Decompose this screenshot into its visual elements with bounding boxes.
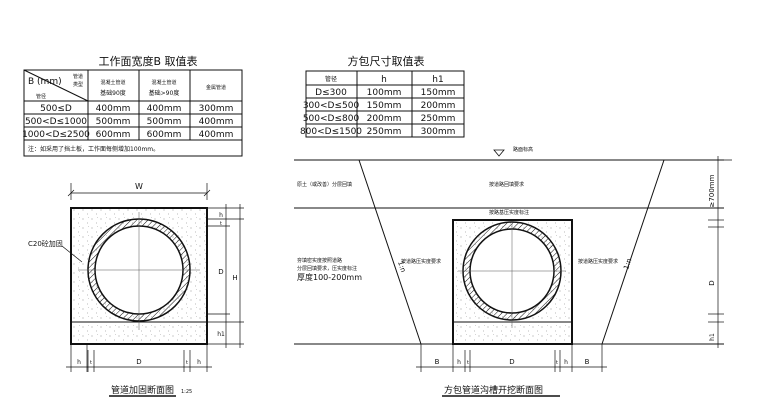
left-note-line-3: 厚度100-200mm <box>297 272 362 282</box>
table2-row2-range: 300<D≤500 <box>303 101 360 111</box>
trench-bottom-t-right: t <box>556 360 558 366</box>
table2-row2-h1: 200mm <box>421 101 456 111</box>
table1-corner-right-bottom: 类型 <box>73 81 83 88</box>
table1-row2-col1: 500mm <box>96 117 131 127</box>
trench-slope-right <box>601 159 665 345</box>
table2-header-h1: h1 <box>432 75 443 85</box>
table1-row1-col1: 400mm <box>96 104 131 114</box>
side-left-label: 按道路压实度要求 <box>401 258 441 265</box>
bottom-dim-h-right: h <box>197 359 201 366</box>
slope-left-label: 1:n <box>396 260 407 273</box>
bottom-dim-t-left: t <box>90 360 92 366</box>
table2-header-h: h <box>381 75 387 85</box>
table1-col3-header: 金属管道 <box>206 84 226 91</box>
slope-right-label: 1:n <box>622 257 633 270</box>
left-caption-scale: 1:25 <box>181 389 192 395</box>
left-caption: 管道加固断面图 <box>111 384 174 396</box>
table1-row3-col2: 600mm <box>147 130 182 140</box>
right-dim-t: t <box>220 221 222 227</box>
trench-bottom-B-right: B <box>585 358 590 366</box>
trench-bottom-t-left: t <box>467 360 469 366</box>
table1-col1-header: 混凝土管道 <box>100 79 125 86</box>
table2-title: 方包尺寸取值表 <box>348 54 425 68</box>
table-working-width: 工作面宽度B 取值表 B (mm) 管道 类型 管径 混凝土管道 基础90度 混… <box>22 54 243 157</box>
side-right-label: 按道路压实度要求 <box>578 258 618 265</box>
table2-row4-range: 800<D≤1500 <box>300 127 362 137</box>
table1-row1-range: 500≤D <box>40 104 72 114</box>
trench-dim-D: D <box>708 280 716 285</box>
pipe-reinforcement-section: W C20砼加固 h t D H h1 h t <box>28 182 244 397</box>
table2-header-diameter: 管径 <box>325 75 337 83</box>
table1-col1-sub: 基础90度 <box>100 89 126 97</box>
bottom-dim-h-left: h <box>77 359 81 366</box>
table-box-dimensions: 方包尺寸取值表 管径 h h1 D≤300 100mm 150mm 300<D≤… <box>300 54 465 138</box>
table1-col2-sub: 基础>90度 <box>149 89 180 97</box>
right-dim-h1: h1 <box>217 331 225 338</box>
table1-border <box>23 69 243 157</box>
trench-excavation-section: 路面标高 原土（或改善）分层回填 按道路回填要求 按路基压实度标注 夯填密实度按… <box>294 146 732 397</box>
table1-row1-col3: 300mm <box>199 104 234 114</box>
right-caption: 方包管道沟槽开挖断面图 <box>444 384 543 396</box>
trench-bottom-B-left: B <box>435 358 440 366</box>
table1-row2-col2: 500mm <box>147 117 182 127</box>
table1-row1-col2: 400mm <box>147 104 182 114</box>
trench-slope-left <box>358 159 422 345</box>
table1-title: 工作面宽度B 取值表 <box>98 54 197 68</box>
road-level-label: 路面标高 <box>513 146 533 153</box>
table1-row3-col1: 600mm <box>96 130 131 140</box>
table1-note: 注：如采用了挡土板，工作面每侧增加100mm。 <box>28 145 159 153</box>
trench-bottom-h-left: h <box>457 359 461 366</box>
table2-row3-range: 500<D≤800 <box>303 114 360 124</box>
table2-row4-h: 250mm <box>367 127 402 137</box>
left-note-line-2: 分层回填要求，压实度标注 <box>297 265 357 272</box>
table2-row1-range: D≤300 <box>315 88 347 98</box>
trench-bottom-h-right: h <box>564 359 568 366</box>
width-label: W <box>135 182 143 191</box>
table1-corner-top: B (mm) <box>28 77 62 87</box>
table1-row3-col3: 400mm <box>199 130 234 140</box>
table1-corner-diagonal <box>23 69 89 102</box>
table2-row2-h: 150mm <box>367 101 402 111</box>
level-marker-icon <box>493 149 505 157</box>
right-dim-h: h <box>219 212 223 219</box>
table2-border <box>305 70 465 138</box>
table1-row2-col3: 400mm <box>199 117 234 127</box>
trench-bottom-D: D <box>509 358 514 366</box>
dim-700-label: ≥700mm <box>708 174 716 207</box>
table2-row1-h: 100mm <box>367 88 402 98</box>
right-dim-D: D <box>218 268 223 276</box>
left-note-line-1: 夯填密实度按照道路 <box>297 257 342 264</box>
compaction-box-top-label: 按路基压实度标注 <box>489 209 529 216</box>
table2-row1-h1: 150mm <box>421 88 456 98</box>
table1-row3-range: 1000<D≤2500 <box>22 130 90 140</box>
bottom-dim-t-right: t <box>186 360 188 366</box>
table1-corner-right-top: 管道 <box>73 73 83 80</box>
table1-col2-header: 混凝土管道 <box>151 79 176 86</box>
trench-dim-h1: h1 <box>709 333 716 341</box>
right-dim-H: H <box>232 274 237 282</box>
bottom-dim-D: D <box>136 358 141 366</box>
table2-row3-h1: 250mm <box>421 114 456 124</box>
backfill-top-label: 原土（或改善）分层回填 <box>297 181 352 188</box>
concrete-grade-label: C20砼加固 <box>28 239 63 248</box>
table2-row3-h: 200mm <box>367 114 402 124</box>
compaction-top-label: 按道路回填要求 <box>489 181 524 188</box>
table1-row2-range: 500<D≤1000 <box>25 117 87 127</box>
table2-row4-h1: 300mm <box>421 127 456 137</box>
table1-corner-left: 管径 <box>36 93 46 100</box>
